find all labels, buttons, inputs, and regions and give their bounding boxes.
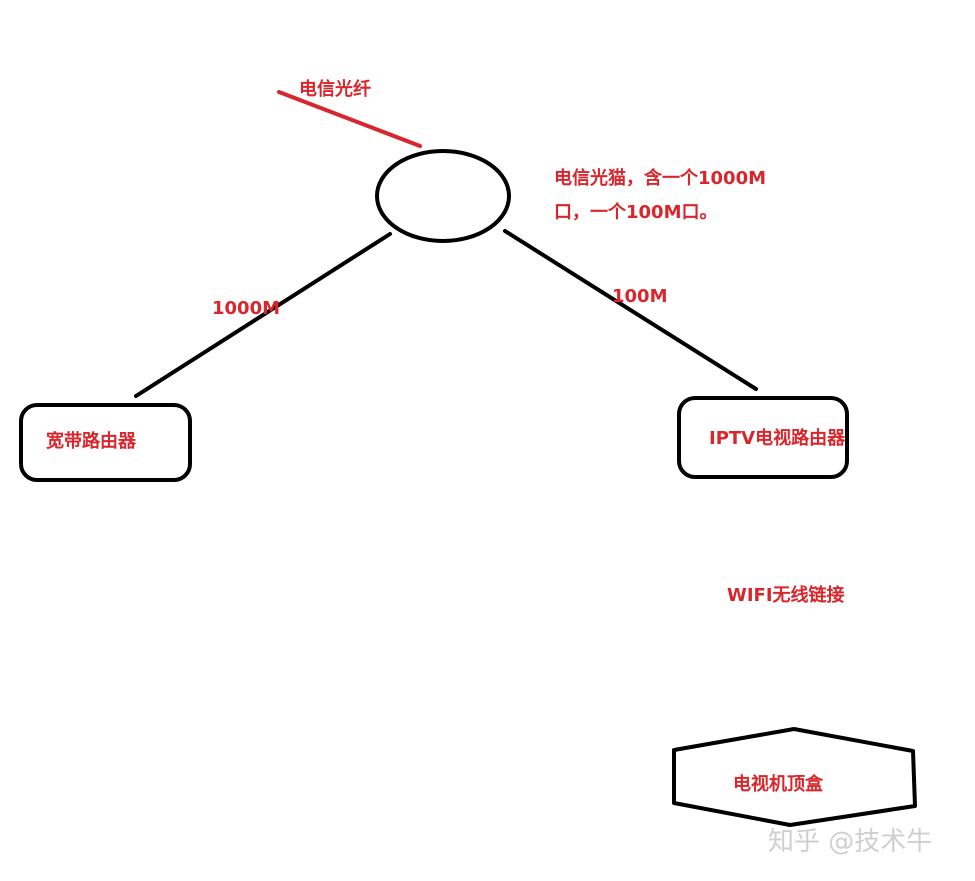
link-1000m-line [134, 232, 392, 398]
modem-description-line2: 口，一个100M口。 [554, 202, 718, 223]
set-top-box-shape [672, 727, 917, 827]
link-100m-line [503, 229, 758, 391]
iptv-router-box [677, 396, 849, 479]
link-1000m-label: 1000M [212, 298, 281, 319]
set-top-box-label: 电视机顶盒 [733, 774, 823, 795]
modem-description-line1: 电信光猫，含一个1000M [554, 168, 767, 189]
modem-description: 电信光猫，含一个1000M 口，一个100M口。 [554, 162, 766, 230]
fiber-label: 电信光纤 [299, 79, 371, 100]
iptv-router-label: IPTV电视路由器 [709, 428, 846, 449]
broadband-router-box [19, 403, 192, 482]
fiber-line [277, 90, 422, 148]
watermark-text: 知乎 @技术牛 [768, 827, 933, 857]
wifi-link-label: WIFI无线链接 [727, 585, 845, 606]
optical-modem-node [375, 149, 511, 243]
link-100m-label: 100M [612, 286, 668, 307]
broadband-router-label: 宽带路由器 [46, 431, 136, 452]
